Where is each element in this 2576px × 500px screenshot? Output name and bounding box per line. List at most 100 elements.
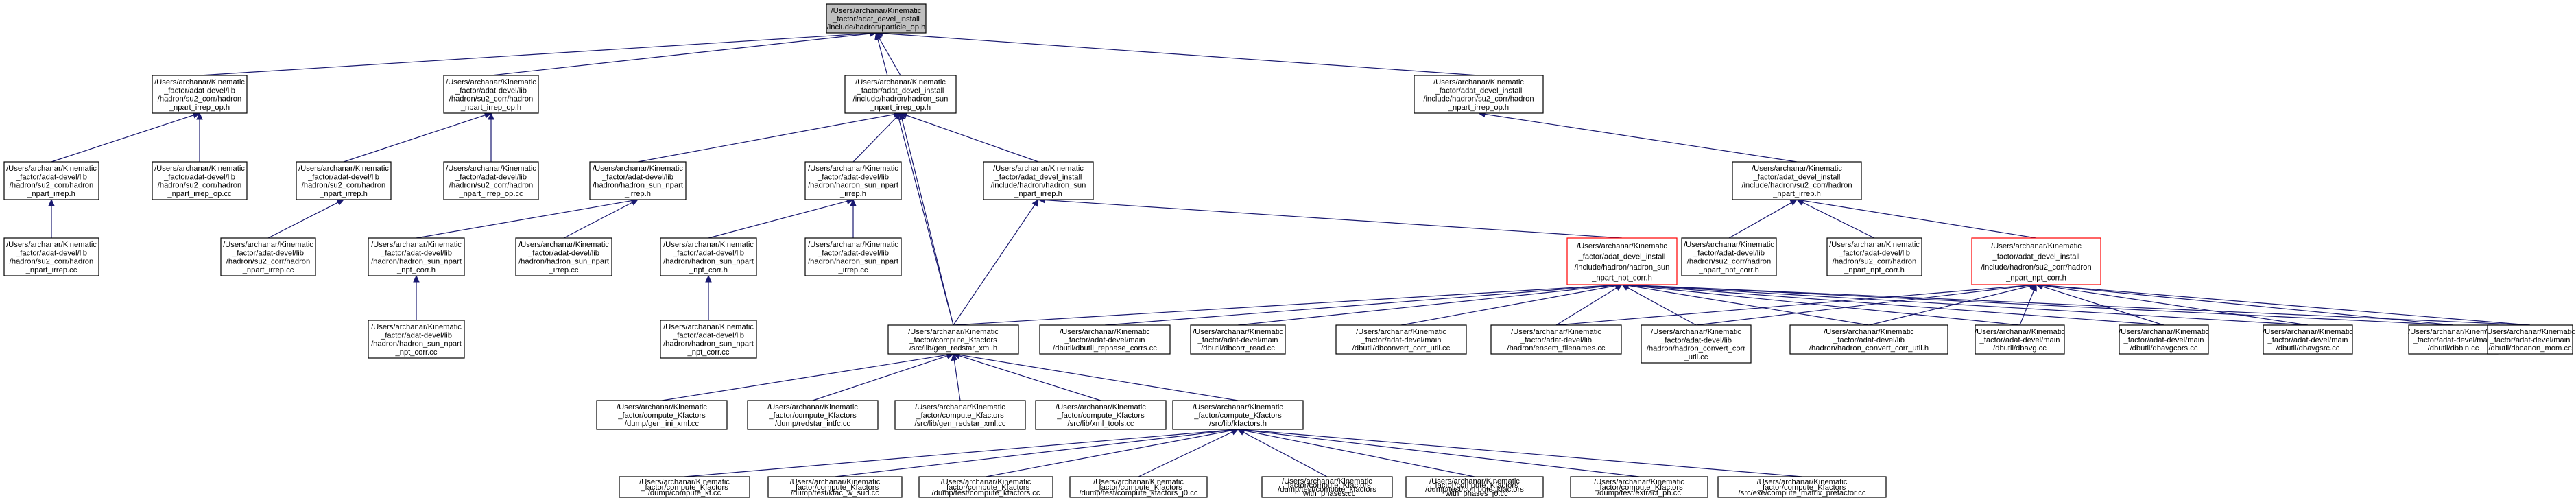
file-node-su2-npt-corr-h-a[interactable]: /Users/archanar/Kinematic_factor/adat-de… <box>1681 237 1777 276</box>
dependency-edge <box>1243 429 1640 477</box>
dependency-edge <box>835 429 1232 477</box>
file-node-label-line: /hadron/su2_corr/hadron <box>449 95 534 104</box>
file-node-box <box>1681 237 1777 276</box>
file-node-label-line: /Users/archanar/Kinematic <box>1577 242 1667 250</box>
file-node-dbbin[interactable]: /Users/archanar/Kinematic_factor/adat-de… <box>2408 324 2499 355</box>
file-node-dbutil-rephase[interactable]: /Users/archanar/Kinematic_factor/adat-de… <box>1039 324 1171 355</box>
dependency-edge <box>1243 429 1802 477</box>
file-node-su2-irrep-op-h[interactable]: /Users/archanar/Kinematic_factor/adat-de… <box>152 75 248 114</box>
file-node-su2-irrep-op-cc-a[interactable]: /Users/archanar/Kinematic_factor/adat-de… <box>152 161 248 200</box>
file-node-sun-irrep-h-inst[interactable]: /Users/archanar/Kinematic_factor/adat_de… <box>983 161 1094 200</box>
file-node-box <box>1069 476 1208 498</box>
file-node-redstar-xml-h[interactable]: /Users/archanar/Kinematic_factor/compute… <box>887 324 1019 355</box>
file-node-sun-irrep-op-h-inst[interactable]: /Users/archanar/Kinematic_factor/adat_de… <box>844 75 957 114</box>
file-node-su2-npt-corr-h-b[interactable]: /Users/archanar/Kinematic_factor/adat-de… <box>1826 237 1922 276</box>
file-node-box <box>826 3 927 34</box>
file-node-compute-kf[interactable]: /Users/archanar/Kinematic_factor/compute… <box>619 476 750 498</box>
file-node-sun-npt-corr-cc-b[interactable]: /Users/archanar/Kinematic_factor/adat-de… <box>660 320 757 359</box>
file-node-su2-irrep-op-h-inst[interactable]: /Users/archanar/Kinematic_factor/adat_de… <box>1414 75 1544 114</box>
file-node-label-line: /Users/archanar/Kinematic <box>6 241 97 249</box>
file-node-matrix-prefactor[interactable]: /Users/archanar/Kinematic_factor/compute… <box>1717 476 1887 498</box>
file-node-xml-tools[interactable]: /Users/archanar/Kinematic_factor/compute… <box>1035 400 1167 430</box>
file-node-label-line: _npart_irrep.h <box>1014 190 1062 198</box>
file-node-dbavg[interactable]: /Users/archanar/Kinematic_factor/adat-de… <box>1975 324 2065 355</box>
file-node-label-line: _factor/compute_Kfactors <box>1430 481 1518 490</box>
file-node-dbconvert[interactable]: /Users/archanar/Kinematic_factor/adat-de… <box>1335 324 1467 355</box>
file-node-label-line: _factor/adat_devel_install <box>1435 86 1523 95</box>
file-node-label-line: /Users/archanar/Kinematic <box>2119 328 2209 336</box>
file-node-dbcorr-read[interactable]: /Users/archanar/Kinematic_factor/adat-de… <box>1190 324 1286 355</box>
file-node-box <box>660 237 757 276</box>
file-node-sun-irrep-h-lib-b[interactable]: /Users/archanar/Kinematic_factor/adat-de… <box>804 161 902 200</box>
file-node-kfac-w-sud[interactable]: /Users/archanar/Kinematic_factor/compute… <box>767 476 903 498</box>
file-node-dbcanon[interactable]: /Users/archanar/Kinematic_factor/adat-de… <box>2485 324 2575 355</box>
file-node-sun-npt-corr-h-a[interactable]: /Users/archanar/Kinematic_factor/adat-de… <box>368 237 465 276</box>
file-node-dbavgcors[interactable]: /Users/archanar/Kinematic_factor/adat-de… <box>2119 324 2209 355</box>
file-node-label-line: _factor/adat-devel/main <box>2490 336 2571 344</box>
file-node-label-line: _npart_npt_corr.h <box>1844 266 1905 274</box>
dependency-edge <box>953 359 961 401</box>
file-node-label-line: /Users/archanar/Kinematic <box>1433 78 1524 86</box>
file-node-label-line: /Users/archanar/Kinematic <box>993 165 1084 173</box>
file-node-gen-redstar-xml-cc[interactable]: /Users/archanar/Kinematic_factor/compute… <box>894 400 1026 430</box>
file-node-label-line: /Users/archanar/Kinematic <box>1193 403 1283 412</box>
file-node-label-line: /hadron/hadron_convert_corr <box>1647 345 1746 353</box>
file-node-su2-irrep-cc-a[interactable]: /Users/archanar/Kinematic_factor/adat-de… <box>3 237 99 276</box>
file-node-box <box>660 320 757 359</box>
file-node-label-line: /hadron/su2_corr/hadron <box>1687 258 1772 266</box>
file-node-root[interactable]: /Users/archanar/Kinematic_factor/adat_de… <box>826 3 927 34</box>
file-node-label-line: /Users/archanar/Kinematic <box>1356 328 1446 336</box>
dependency-edge <box>708 200 848 239</box>
file-node-with-phases[interactable]: /Users/archanar/Kinematic_factor/compute… <box>1261 476 1393 498</box>
file-node-sun-npt-corr-h-b[interactable]: /Users/archanar/Kinematic_factor/adat-de… <box>660 237 757 276</box>
file-node-su2-npt-corr-h-inst[interactable]: /Users/archanar/Kinematic_factor/adat_de… <box>1971 237 2101 285</box>
file-node-convert-corr-util-h[interactable]: /Users/archanar/Kinematic_factor/adat-de… <box>1789 324 1948 355</box>
file-node-dbavgsrc[interactable]: /Users/archanar/Kinematic_factor/adat-de… <box>2263 324 2353 355</box>
file-node-label-line: _npart_irrep.cc <box>25 266 77 274</box>
file-node-sun-npt-corr-h-inst[interactable]: /Users/archanar/Kinematic_factor/adat_de… <box>1566 237 1678 285</box>
file-node-su2-irrep-op-cc-b[interactable]: /Users/archanar/Kinematic_factor/adat-de… <box>443 161 539 200</box>
file-node-label-line: _npt_corr.cc <box>395 348 438 357</box>
file-node-label-line: /dump/test/kfac_w_sud.cc <box>791 489 879 497</box>
file-node-redstar-intfc[interactable]: /Users/archanar/Kinematic_factor/compute… <box>747 400 879 430</box>
file-node-gen-ini-xml[interactable]: /Users/archanar/Kinematic_factor/compute… <box>596 400 728 430</box>
file-node-su2-irrep-cc-b[interactable]: /Users/archanar/Kinematic_factor/adat-de… <box>220 237 316 276</box>
file-node-label-line: /hadron/su2_corr/hadron <box>1833 258 1917 266</box>
file-node-kfactors-h[interactable]: /Users/archanar/Kinematic_factor/compute… <box>1172 400 1304 430</box>
file-node-box <box>747 400 879 430</box>
file-node-label-line: /dump/test/compute_kfactors <box>1425 486 1524 494</box>
file-node-label-line: _factor/adat-devel/lib <box>1693 249 1765 257</box>
file-node-box <box>596 400 728 430</box>
file-node-compute-kfactors[interactable]: /Users/archanar/Kinematic_factor/compute… <box>918 476 1053 498</box>
file-node-box <box>1039 324 1171 355</box>
file-node-box <box>1975 324 2065 355</box>
file-node-sun-irrep-h-lib-a[interactable]: /Users/archanar/Kinematic_factor/adat-de… <box>589 161 687 200</box>
file-node-su2-irrep-op-h-b[interactable]: /Users/archanar/Kinematic_factor/adat-de… <box>443 75 539 114</box>
file-node-sun-irrep-cc-b[interactable]: /Users/archanar/Kinematic_factor/adat-de… <box>804 237 902 276</box>
file-node-box <box>619 476 750 498</box>
file-node-su2-irrep-h-inst[interactable]: /Users/archanar/Kinematic_factor/adat_de… <box>1732 161 1862 200</box>
file-node-label-line: _npart_irrep_op.cc <box>167 190 232 198</box>
file-node-su2-irrep-h-a[interactable]: /Users/archanar/Kinematic_factor/adat-de… <box>3 161 99 200</box>
file-node-label-line: /hadron/su2_corr/hadron <box>302 182 386 190</box>
file-node-ensem-filenames[interactable]: /Users/archanar/Kinematic_factor/adat-de… <box>1490 324 1622 355</box>
file-node-sun-irrep-cc-a[interactable]: /Users/archanar/Kinematic_factor/adat-de… <box>515 237 612 276</box>
file-node-convert-corr-util-cc[interactable]: /Users/archanar/Kinematic_factor/adat-de… <box>1641 324 1752 364</box>
dependency-edge <box>684 429 1232 477</box>
file-node-label-line: /include/hadron/hadron_sun <box>853 95 949 104</box>
dependency-edge <box>986 430 1232 477</box>
dependency-arrowhead <box>951 353 958 361</box>
file-node-box <box>1490 324 1622 355</box>
dependency-edge <box>1627 284 2531 326</box>
file-node-label-line: _factor/adat-devel/lib <box>1520 336 1592 344</box>
file-node-sun-npt-corr-cc-a[interactable]: /Users/archanar/Kinematic_factor/adat-de… <box>368 320 465 359</box>
file-node-label-line: _npt_corr.cc <box>687 348 730 357</box>
file-node-label-line: /Users/archanar/Kinematic <box>223 241 313 249</box>
file-node-with-phases-j0[interactable]: /Users/archanar/Kinematic_factor/compute… <box>1405 476 1544 498</box>
file-node-su2-irrep-h-b[interactable]: /Users/archanar/Kinematic_factor/adat-de… <box>296 161 392 200</box>
file-node-compute-kfactors-j0[interactable]: /Users/archanar/Kinematic_factor/compute… <box>1069 476 1208 498</box>
file-node-label-line: _util.cc <box>1684 353 1708 361</box>
file-node-extract-ph[interactable]: /Users/archanar/Kinematic_factor/compute… <box>1570 476 1708 498</box>
file-node-box <box>1732 161 1862 200</box>
